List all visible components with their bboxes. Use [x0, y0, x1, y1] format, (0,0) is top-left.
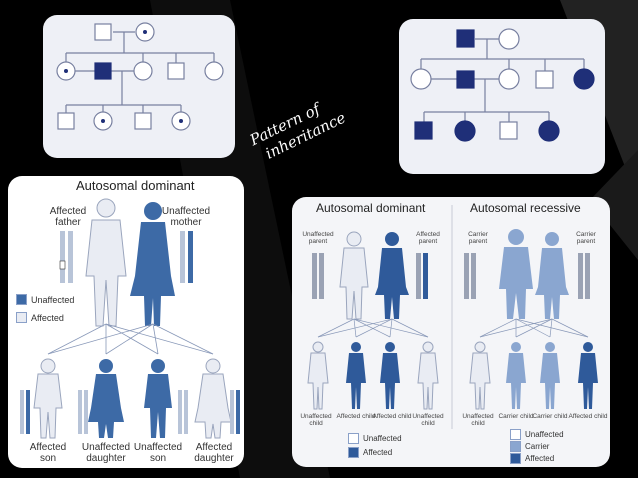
right-parent-label-1: Carrier parent [468, 231, 488, 245]
left-child-label-2: Affected child [336, 413, 376, 420]
pedigree-2-drawing [410, 28, 595, 142]
left-legend-affected: Affected [348, 447, 392, 458]
left-child-label-3: Affected child [372, 413, 412, 420]
legend-unaffected: Unaffected [16, 294, 74, 305]
left-parent-label-1: Unaffected parent [302, 231, 334, 245]
child-chromosomes [20, 390, 240, 434]
comparison-drawing [307, 205, 598, 429]
mother-figure [130, 202, 175, 326]
left-children [307, 341, 439, 410]
right-child-label-4: Affected child [568, 413, 608, 420]
right-legend-carrier: Carrier [510, 441, 549, 452]
heading-recessive: Autosomal recessive [470, 201, 581, 215]
legend-affected: Affected [16, 312, 64, 323]
child-figures [33, 358, 232, 439]
heading-dominant: Autosomal dominant [316, 201, 426, 215]
right-children [469, 341, 598, 410]
right-legend-unaffected: Unaffected [510, 429, 564, 440]
right-parent-label-2: Carrier parent [576, 231, 596, 245]
right-legend-affected: Affected [510, 453, 554, 464]
pedigree-chart-1 [43, 15, 235, 158]
left-legend-unaffected: Unaffected [348, 433, 402, 444]
right-child-label-1: Unaffected child [462, 413, 494, 427]
dominant-figure-drawing [20, 198, 240, 439]
comparison-lines [317, 318, 589, 338]
father-figure [85, 198, 127, 327]
right-child-label-2: Carrier child [498, 413, 534, 420]
inheritance-lines [47, 323, 214, 355]
pedigree-1-drawing [56, 22, 224, 131]
dominant-recessive-comparison: Autosomal dominant Autosomal recessive U… [292, 197, 610, 467]
figure-heading: Autosomal dominant [76, 178, 195, 193]
pedigree-chart-2 [399, 19, 605, 174]
left-parents [312, 231, 428, 320]
left-child-label-4: Unaffected child [412, 413, 444, 427]
parent-chromosomes [59, 231, 193, 283]
right-parents [464, 229, 590, 319]
left-parent-label-2: Affected parent [416, 231, 440, 245]
right-child-label-3: Carrier child [532, 413, 568, 420]
left-child-label-1: Unaffected child [300, 413, 332, 427]
